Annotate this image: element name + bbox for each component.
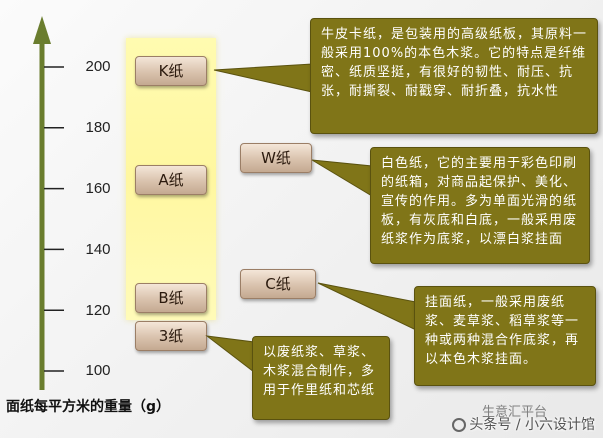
weight-tick-label: 180 bbox=[85, 119, 111, 136]
kraft-paper-description: 牛皮卡纸，是包装用的高级纸板，其原料一般采用100%的本色木浆。它的特点是纤维密… bbox=[310, 18, 598, 134]
source-watermark: 头条号 / 小六设计馆 bbox=[452, 414, 595, 434]
paper-tag-k: K纸 bbox=[135, 56, 207, 86]
callout-pointer-k bbox=[213, 63, 313, 93]
wechat-icon bbox=[452, 418, 467, 432]
core-paper-description: 以废纸浆、草浆、木浆混合制作，多用于作里纸和芯纸 bbox=[252, 336, 390, 420]
liner-paper-description: 挂面纸，一般采用废纸浆、麦草浆、稻草浆等一种或两种混合作底浆，再以本色木浆挂面。 bbox=[414, 286, 596, 386]
weight-axis-arrow bbox=[33, 16, 51, 44]
weight-tick-label: 120 bbox=[85, 302, 111, 319]
callout-pointer-w bbox=[311, 159, 373, 197]
watermark-text: 头条号 / 小六设计馆 bbox=[469, 417, 595, 433]
paper-tag-b: B纸 bbox=[135, 283, 207, 313]
weight-tick-label: 200 bbox=[85, 58, 111, 75]
weight-ticks bbox=[44, 66, 64, 372]
paper-tag-c: C纸 bbox=[240, 269, 316, 299]
paper-tag-w: W纸 bbox=[240, 143, 312, 173]
weight-tick-label: 160 bbox=[85, 180, 111, 197]
weight-tick-label: 100 bbox=[85, 362, 111, 379]
white-paper-description: 白色纸，它的主要用于彩色印刷的纸箱，对商品起保护、美化、宣传的作用。多为单面光滑… bbox=[370, 147, 590, 264]
weight-tick-label: 140 bbox=[85, 241, 111, 258]
watermark-overlay: 生意汇平台 bbox=[482, 405, 548, 420]
paper-tag-3: 3纸 bbox=[135, 321, 207, 351]
paper-tag-a: A纸 bbox=[135, 165, 207, 195]
axis-title: 面纸每平方米的重量（g） bbox=[6, 399, 171, 415]
callout-pointer-3 bbox=[205, 335, 255, 374]
callout-pointer-c bbox=[317, 282, 417, 331]
